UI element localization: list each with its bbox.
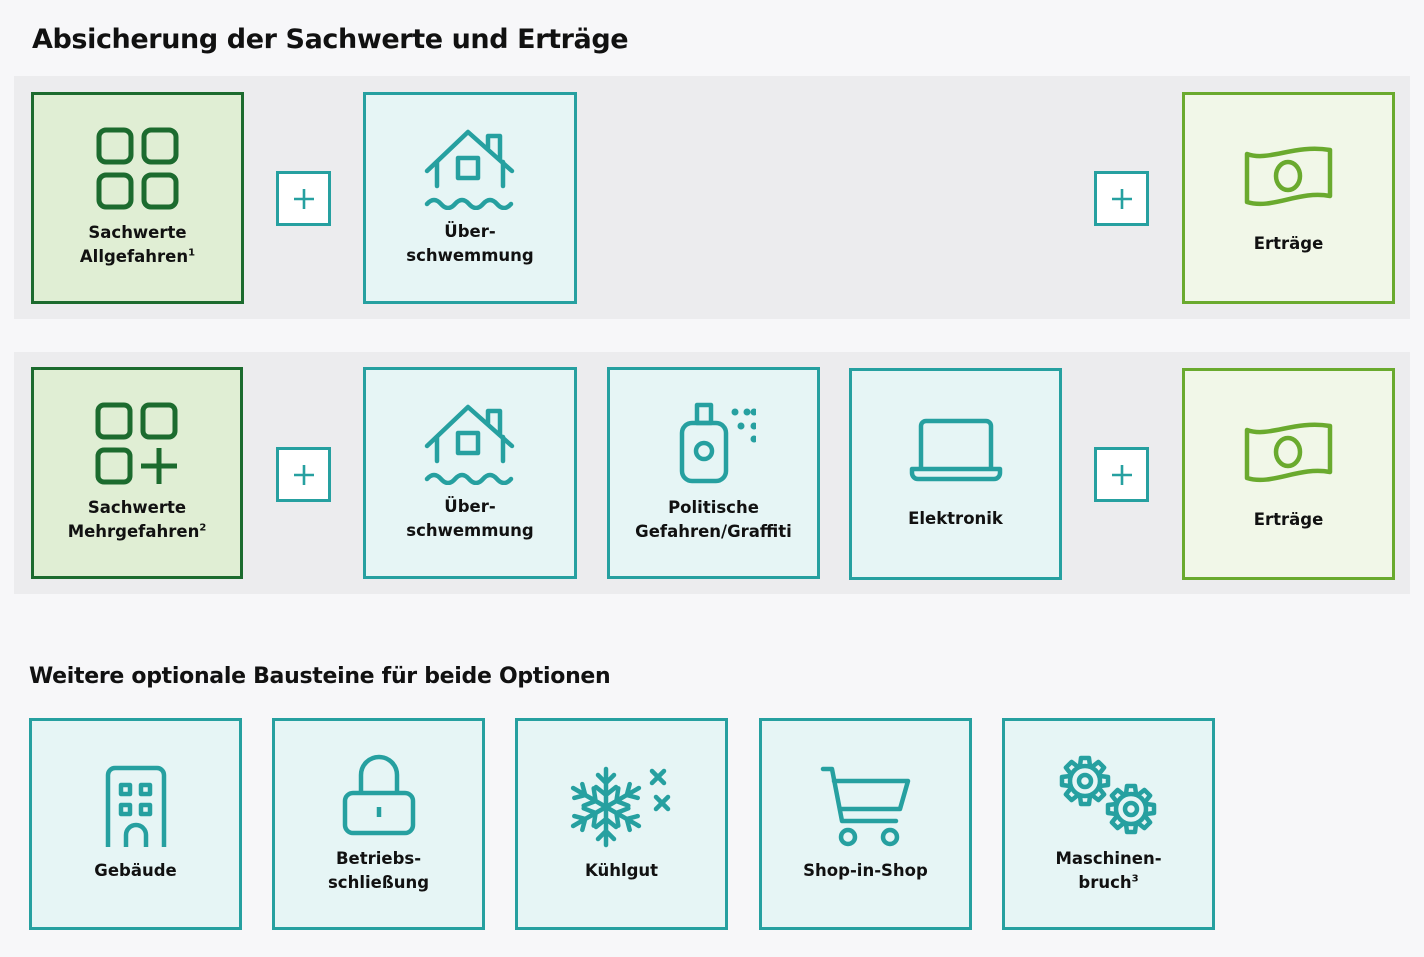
card-label: Maschinen- bruch	[1055, 849, 1162, 892]
banknote-icon	[1244, 146, 1332, 207]
card-ueberschwemmung[interactable]: Über- schwemmung	[363, 367, 577, 579]
laptop-icon	[909, 418, 1002, 482]
plus-icon	[1111, 188, 1132, 209]
card-label: Kühlgut	[584, 861, 659, 880]
plus-icon	[293, 188, 314, 209]
card-elektronik[interactable]: Elektronik	[849, 368, 1062, 580]
card-politische-gefahren-graffiti[interactable]: Politische Gefahren/Graffiti	[607, 367, 820, 579]
card-label: Erträge	[1253, 510, 1324, 529]
card-ueberschwemmung[interactable]: Über- schwemmung	[363, 92, 577, 304]
card-gebaeude[interactable]: Gebäude	[29, 718, 242, 930]
card-label: Über- schwemmung	[406, 497, 534, 540]
card-label: Erträge	[1253, 234, 1324, 253]
optional-modules-heading: Weitere optionale Bausteine für beide Op…	[29, 664, 611, 689]
spray-can-icon	[679, 402, 756, 484]
card-label: Elektronik	[908, 509, 1003, 528]
card-ertraege[interactable]: Erträge	[1182, 368, 1395, 580]
building-icon	[105, 765, 166, 847]
card-label: Über- schwemmung	[406, 222, 534, 265]
card-kuehlgut[interactable]: Kühlgut	[515, 718, 728, 930]
plus-icon	[1111, 464, 1132, 485]
flooded-house-icon	[424, 129, 515, 210]
option-1-band	[14, 76, 1410, 319]
card-label: Sachwerte Allgefahren	[79, 223, 189, 266]
page-title: Absicherung der Sachwerte und Erträge	[32, 24, 629, 55]
card-label: Politische Gefahren/Graffiti	[635, 498, 792, 541]
card-maschinenbruch[interactable]: Maschinen- bruch3	[1002, 718, 1215, 930]
card-shop-in-shop[interactable]: Shop-in-Shop	[759, 718, 972, 930]
banknote-icon	[1244, 422, 1332, 483]
flooded-house-icon	[424, 404, 515, 485]
padlock-icon	[342, 754, 415, 836]
plus-icon	[293, 464, 314, 485]
footnote-marker: 2	[199, 522, 207, 534]
grid-four-squares-icon	[96, 127, 178, 210]
plus-connector	[1094, 171, 1149, 226]
plus-connector	[1094, 447, 1149, 502]
shopping-cart-icon	[820, 766, 910, 847]
plus-connector	[276, 447, 331, 502]
card-label: Sachwerte Mehrgefahren	[67, 498, 200, 541]
card-sachwerte-mehrgefahren[interactable]: Sachwerte Mehrgefahren2	[31, 367, 243, 579]
plus-connector	[276, 171, 331, 226]
snowflake-icon	[570, 766, 670, 848]
grid-three-squares-plus-icon	[95, 402, 178, 485]
card-sachwerte-allgefahren[interactable]: Sachwerte Allgefahren1	[31, 92, 244, 304]
card-label: Shop-in-Shop	[803, 861, 928, 880]
footnote-marker: 3	[1131, 873, 1139, 885]
card-label: Betriebs- schließung	[327, 849, 430, 892]
footnote-marker: 1	[188, 247, 196, 259]
card-label: Gebäude	[94, 861, 177, 880]
card-betriebsschliessung[interactable]: Betriebs- schließung	[272, 718, 485, 930]
card-ertraege[interactable]: Erträge	[1182, 92, 1395, 304]
gears-icon	[1059, 755, 1156, 835]
